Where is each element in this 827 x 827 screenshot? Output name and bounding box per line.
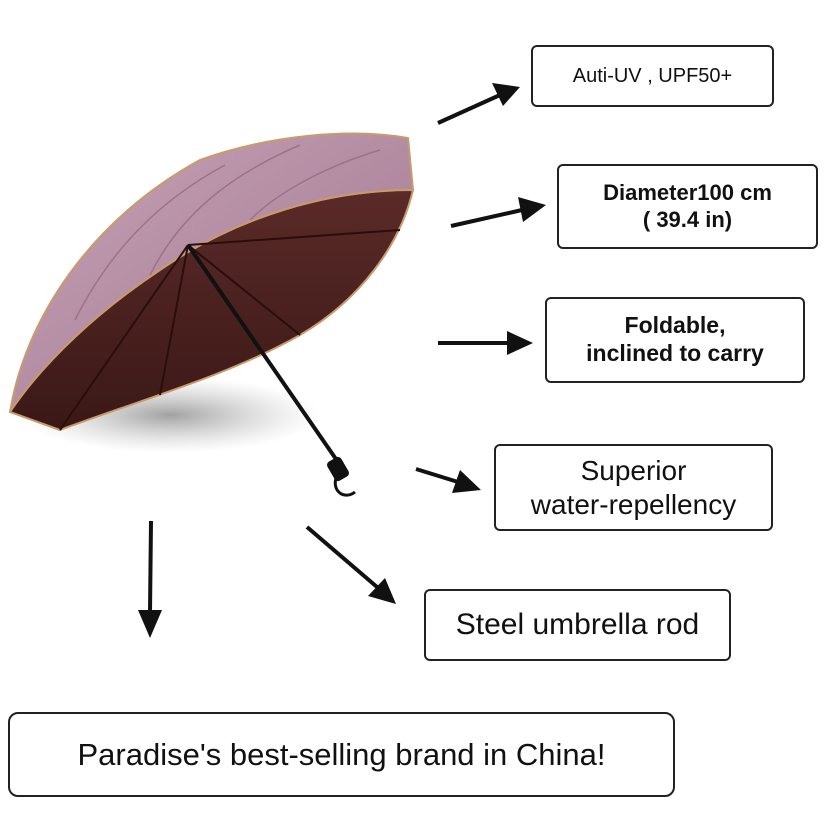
arrow-diameter xyxy=(450,197,546,228)
diameter-label-line1: Diameter100 cm xyxy=(603,180,772,206)
arrow-steel xyxy=(305,525,396,604)
arrows xyxy=(138,83,546,638)
brand-label: Paradise's best-selling brand in China! xyxy=(77,736,606,772)
callout-water-repellency: Superior water-repellency xyxy=(494,444,773,531)
umbrella-rod xyxy=(186,243,340,464)
arrow-foldable xyxy=(438,331,533,355)
steel-label: Steel umbrella rod xyxy=(455,608,700,641)
callout-foldable: Foldable, inclined to carry xyxy=(545,297,805,383)
callout-uv-protection: Auti-UV , UPF50+ xyxy=(531,45,774,107)
arrow-water xyxy=(415,467,481,493)
water-label-line2: water-repellency xyxy=(530,488,737,520)
callout-diameter: Diameter100 cm ( 39.4 in) xyxy=(557,164,818,249)
arrow-down xyxy=(138,520,162,638)
callout-brand-banner: Paradise's best-selling brand in China! xyxy=(8,712,675,797)
diameter-label-line2: ( 39.4 in) xyxy=(642,206,733,232)
callout-steel-rod: Steel umbrella rod xyxy=(424,589,731,661)
foldable-label-line2: inclined to carry xyxy=(586,340,764,366)
umbrella-image xyxy=(8,132,415,497)
foldable-label-line1: Foldable, xyxy=(624,312,726,339)
uv-label: Auti-UV , UPF50+ xyxy=(572,65,733,87)
umbrella-handle xyxy=(327,456,349,482)
umbrella-canopy-inner xyxy=(8,188,415,432)
umbrella-strap xyxy=(333,477,356,497)
arrow-uv xyxy=(437,83,520,125)
water-label-line1: Superior xyxy=(580,454,687,486)
